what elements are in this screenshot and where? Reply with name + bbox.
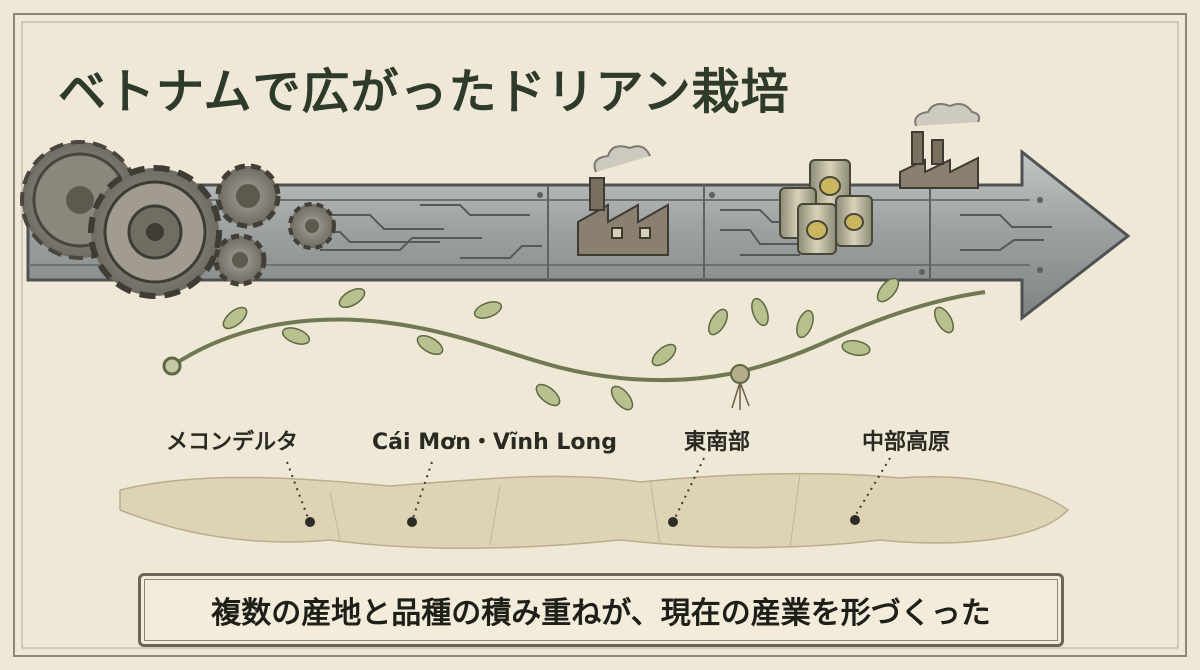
page-frame xyxy=(13,13,1187,657)
region-markers xyxy=(286,457,891,519)
region-dot xyxy=(407,517,417,527)
vine-icon xyxy=(162,277,986,411)
region-dot xyxy=(850,515,860,525)
region-label-caimon: Cái Mơn・Vĩnh Long xyxy=(372,430,617,455)
region-dot xyxy=(305,517,315,527)
map-icon xyxy=(119,472,1070,549)
region-label-southeast: 東南部 xyxy=(684,430,751,455)
caption-box: 複数の産地と品種の積み重ねが、現在の産業を形づくった xyxy=(138,573,1064,647)
region-dot xyxy=(668,517,678,527)
region-label-mekong: メコンデルタ xyxy=(166,430,299,455)
caption-text: 複数の産地と品種の積み重ねが、現在の産業を形づくった xyxy=(211,596,991,631)
cans-icon xyxy=(779,159,873,255)
gears-icon xyxy=(20,140,336,299)
page-title: ベトナムで広がったドリアン栽培 xyxy=(58,64,790,120)
factory-icon xyxy=(577,145,669,256)
circuit-traces-icon xyxy=(300,204,1052,259)
region-label-highlands: 中部高原 xyxy=(862,430,951,455)
factory-top-icon xyxy=(899,103,981,189)
